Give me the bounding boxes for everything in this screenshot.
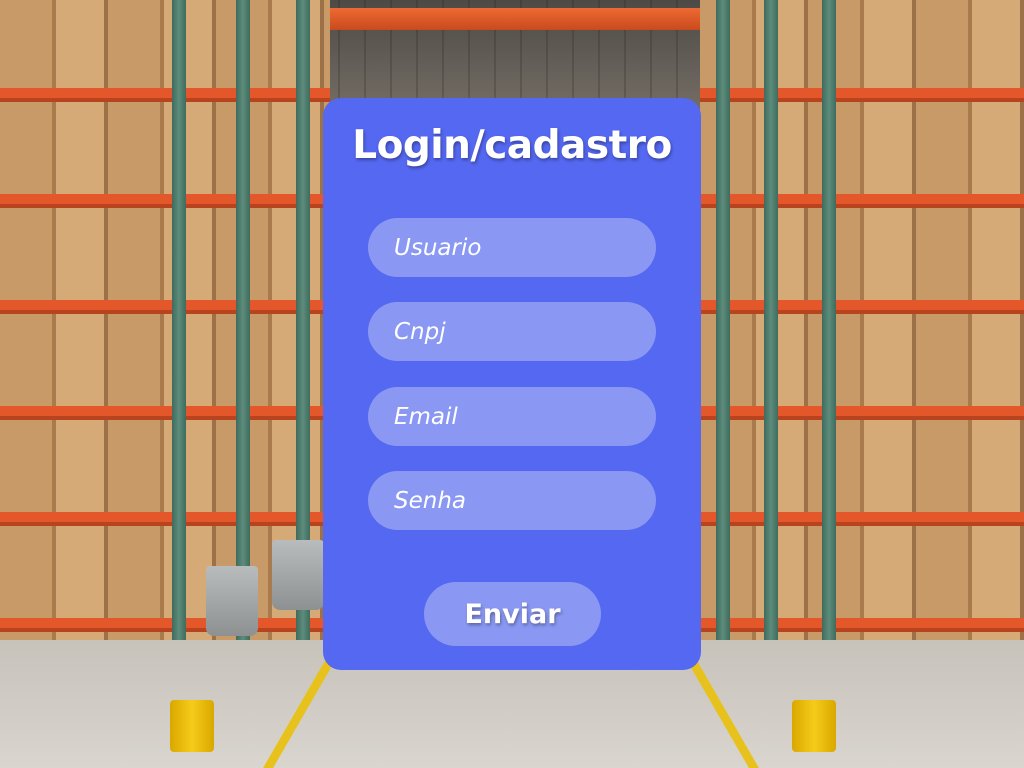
login-card: Login/cadastro Enviar — [323, 98, 701, 670]
background-post-base — [170, 700, 214, 752]
usuario-input[interactable] — [368, 218, 656, 277]
background-trash-bin — [206, 566, 258, 636]
background-post — [172, 0, 186, 715]
senha-input[interactable] — [368, 471, 656, 530]
background-post — [822, 0, 836, 715]
background-post — [236, 0, 250, 715]
email-input[interactable] — [368, 387, 656, 446]
background-post — [296, 0, 310, 715]
background-top-beam — [170, 8, 840, 30]
cnpj-input[interactable] — [368, 302, 656, 361]
background-rack-right — [700, 0, 1024, 720]
background-trash-bin — [272, 540, 324, 610]
background-post-base — [792, 700, 836, 752]
enviar-button[interactable]: Enviar — [424, 582, 601, 646]
background-post — [716, 0, 730, 715]
background-post — [764, 0, 778, 715]
page-title: Login/cadastro — [352, 123, 672, 168]
background-rack-left — [0, 0, 330, 720]
